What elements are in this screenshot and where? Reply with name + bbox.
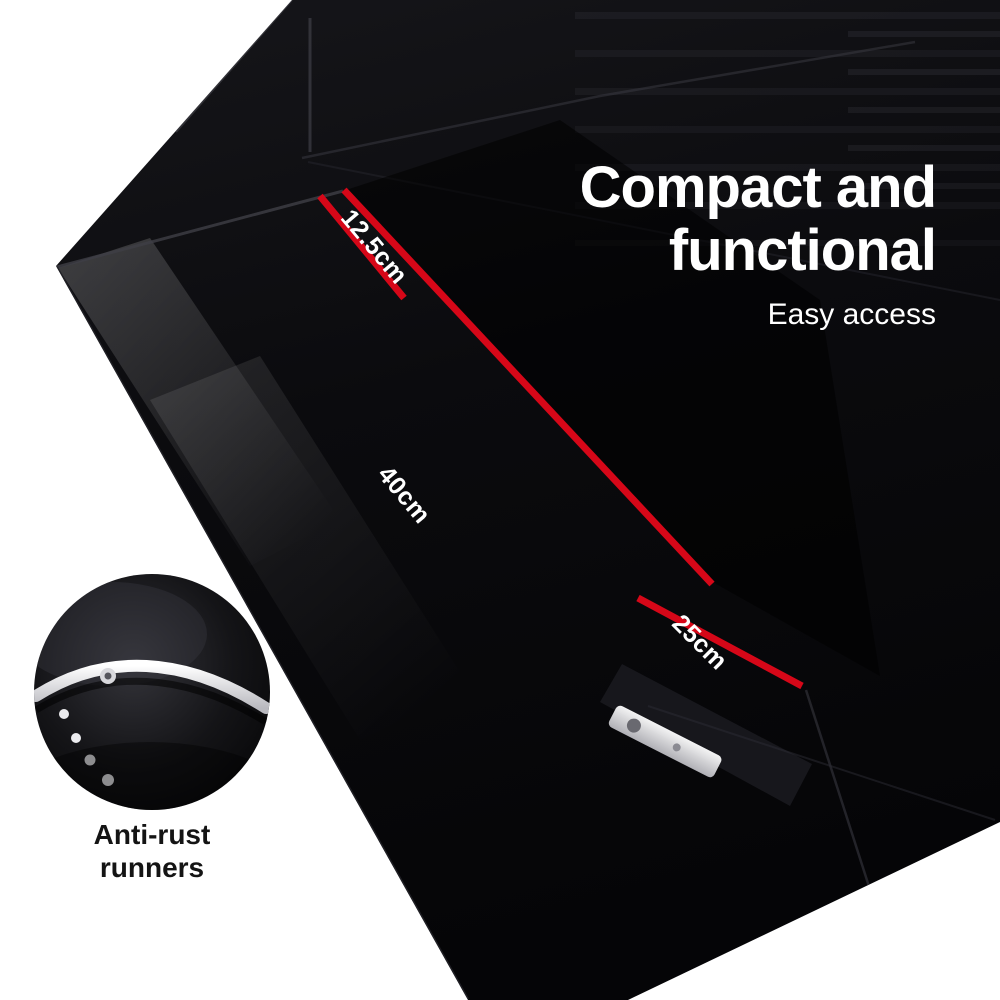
headline: Compact and functional Easy access [579,155,937,332]
dimension-line-length [341,187,715,587]
dimension-line-depth [317,193,407,301]
inset-caption-line1: Anti-rust [93,819,211,850]
dimension-line-width [636,594,804,690]
inset-caption: Anti-rust runners [32,818,272,884]
drawer-runner [608,705,722,778]
runner-rail [34,659,270,714]
gloss-streak [150,356,470,740]
runner-hole [71,733,81,743]
runner-hole [84,754,96,766]
drawer-interior [346,120,880,676]
dimension-lines [317,187,804,690]
runner-hole [102,774,114,786]
headline-subtitle: Easy access [767,298,936,331]
second-drawer [600,664,996,953]
headline-line1: Compact and [579,155,937,220]
inset-photo-circle [34,574,270,810]
window-blinds-icon [575,12,1000,246]
drawer-gap [600,664,812,806]
inset-caption-line2: runners [99,852,205,883]
runner-hole [59,709,69,719]
headline-line2: functional [668,218,937,283]
drawer-front-panel [56,189,470,1000]
